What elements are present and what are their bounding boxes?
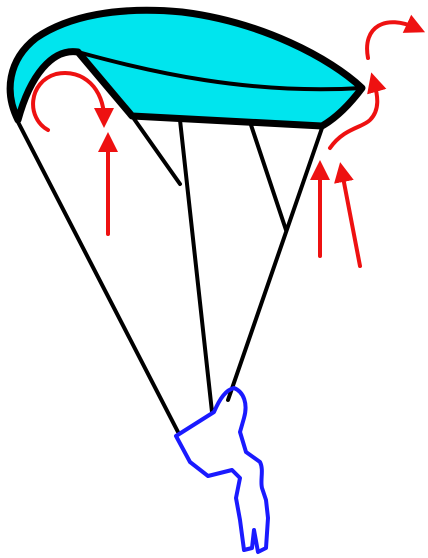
line-right-outer — [228, 128, 322, 400]
line-left-outer — [18, 122, 178, 432]
line-right-inner — [250, 122, 286, 230]
line-center — [180, 120, 212, 412]
left-vortex-arrow — [33, 73, 104, 130]
canopy-top-surface — [10, 10, 362, 126]
line-left-inner — [132, 116, 180, 184]
right-updraft-arrow-2 — [342, 172, 360, 266]
pilot-silhouette — [176, 388, 268, 552]
right-top-curl-arrow — [367, 22, 416, 58]
canopy — [10, 10, 362, 126]
suspension-lines — [18, 116, 322, 432]
